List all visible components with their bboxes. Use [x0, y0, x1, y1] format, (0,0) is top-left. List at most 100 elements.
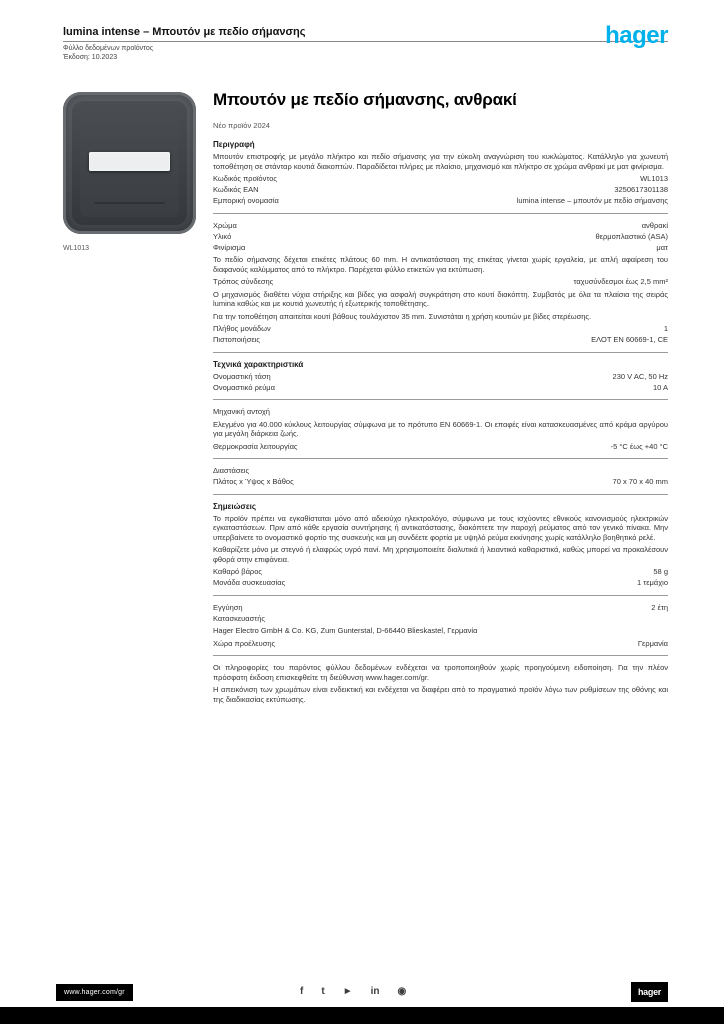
- spec-value: [650, 614, 668, 624]
- spec-paragraph: Οι πληροφορίες του παρόντος φύλλου δεδομ…: [213, 663, 668, 682]
- spec-label: Θερμοκρασία λειτουργίας: [213, 441, 298, 451]
- spec-value: lumina intense – μπουτόν με πεδίο σήμανσ…: [516, 196, 668, 205]
- switch-rocker: [80, 109, 179, 217]
- spec-paragraph: Ο μηχανισμός διαθέτει νύχια στήριξης και…: [213, 289, 668, 309]
- spec-row: Πλήθος μονάδων 1: [213, 324, 668, 334]
- document-subtitle: Φύλλο δεδομένων προϊόντος Έκδοση: 10.202…: [63, 45, 153, 62]
- spec-section-heading: Περιγραφή: [213, 140, 255, 149]
- spec-row: Εμπορική ονομασία lumina intense – μπουτό…: [213, 196, 668, 206]
- spec-label: Χρώμα: [213, 220, 237, 230]
- spec-label: Κατασκευαστής: [213, 613, 265, 623]
- instagram-icon[interactable]: ◉: [397, 986, 407, 997]
- spec-section-heading: Τεχνικά χαρακτηριστικά: [213, 359, 304, 369]
- spec-row: Φινίρισμα ματ: [213, 243, 668, 253]
- spec-paragraph: Για την τοποθέτηση απαιτείται κουτί βάθο…: [213, 311, 592, 321]
- spec-row: Κατασκευαστής: [213, 614, 668, 624]
- main-column: Μπουτόν με πεδίο σήμανσης, ανθρακί Νέο π…: [213, 90, 668, 707]
- spec-value: -5 °C έως +40 °C: [610, 441, 668, 451]
- facebook-icon[interactable]: f: [300, 986, 304, 997]
- spec-label: Μονάδα συσκευασίας: [213, 578, 286, 587]
- footer-brand-box: hager: [630, 982, 668, 1002]
- spec-value: ταχυσύνδεσμοι έως 2,5 mm²: [573, 277, 668, 286]
- spec-row: Υλικό θερμοπλαστικό (ASA): [213, 232, 668, 242]
- spec-row: Ονομαστική τάση 230 V AC, 50 Hz: [213, 372, 668, 382]
- spec-label: Κωδικός EAN: [213, 185, 259, 194]
- spec-paragraph: Ελεγμένο για 40.000 κύκλους λειτουργίας …: [213, 419, 668, 439]
- spec-label: Πλήθος μονάδων: [213, 324, 271, 333]
- spec-value: 230 V AC, 50 Hz: [612, 371, 668, 381]
- spec-label: Ονομαστικό ρεύμα: [213, 382, 275, 392]
- spec-row: Μονάδα συσκευασίας 1 τεμάχιο: [213, 578, 668, 588]
- spec-value: 2 έτη: [651, 602, 668, 612]
- spec-label: Καθαρό βάρος: [213, 567, 262, 576]
- spec-label: Τρόπος σύνδεσης: [213, 277, 274, 286]
- spec-label: Διαστάσεις: [213, 466, 250, 475]
- twitter-icon[interactable]: t: [321, 986, 325, 997]
- spec-value: 58 g: [653, 567, 668, 576]
- spec-label: Ονομαστική τάση: [213, 371, 271, 381]
- section-divider: [213, 351, 668, 353]
- footer-website-link[interactable]: www.hager.com/gr: [56, 984, 133, 1001]
- spec-value: 3250617301138: [614, 185, 668, 194]
- header-rule: [63, 41, 668, 42]
- rocker-groove: [93, 202, 166, 204]
- spec-row: Ονομαστικό ρεύμα 10 A: [213, 383, 668, 393]
- page-bottom-band: [0, 1007, 724, 1024]
- spec-value: ματ: [656, 242, 668, 252]
- spec-value: ανθρακί: [641, 220, 668, 230]
- document-title: lumina intense – Μπουτόν με πεδίο σήμανσ…: [63, 26, 306, 38]
- spec-label: Εμπορική ονομασία: [213, 196, 279, 205]
- linkedin-icon[interactable]: in: [370, 986, 380, 997]
- document-subtitle-line2: Έκδοση: 10.2023: [63, 53, 118, 61]
- spec-row: Τρόπος σύνδεσης ταχυσύνδεσμοι έως 2,5 mm²: [213, 277, 668, 287]
- spec-label: Υλικό: [213, 231, 232, 241]
- spec-label: Πιστοποιήσεις: [213, 335, 260, 344]
- product-subnote: Νέο προϊόν 2024: [213, 121, 270, 130]
- spec-row: Πλάτος x Ύψος x Βάθος 70 x 70 x 40 mm: [213, 477, 668, 487]
- spec-value: [650, 407, 668, 417]
- youtube-icon[interactable]: ►: [342, 986, 353, 997]
- spec-row: Μηχανική αντοχή: [213, 407, 668, 417]
- spec-paragraph: Καθαρίζετε μόνο με στεγνό ή ελαφρώς υγρό…: [213, 545, 668, 564]
- section-divider: [213, 458, 668, 459]
- spec-label: Πλάτος x Ύψος x Βάθος: [213, 477, 294, 486]
- product-image: [63, 92, 196, 234]
- product-reference: WL1013: [63, 245, 90, 252]
- spec-label: Φινίρισμα: [213, 242, 246, 252]
- spec-value: 10 A: [652, 382, 668, 392]
- spec-value: ΕΛΟΤ EN 60669-1, CE: [591, 335, 668, 344]
- section-divider: [213, 212, 668, 214]
- spec-label: Εγγύηση: [213, 602, 243, 612]
- spec-section: Οι πληροφορίες του παρόντος φύλλου δεδομ…: [213, 663, 668, 704]
- section-divider: [213, 493, 668, 495]
- switch-plate: [72, 101, 187, 225]
- spec-row: Πιστοποιήσεις ΕΛΟΤ EN 60669-1, CE: [213, 335, 668, 345]
- spec-paragraph: Hager Electro GmbH & Co. KG, Zum Gunters…: [213, 626, 478, 635]
- spec-row: Θερμοκρασία λειτουργίας -5 °C έως +40 °C: [213, 442, 668, 452]
- spec-paragraph: Μπουτόν επιστροφής με μεγάλο πλήκτρο και…: [213, 152, 668, 171]
- spec-value: 1 τεμάχιο: [637, 578, 668, 587]
- spec-section-heading: Σημειώσεις: [213, 501, 257, 511]
- spec-value: 70 x 70 x 40 mm: [612, 477, 668, 486]
- section-divider: [213, 594, 668, 596]
- spec-label: Χώρα προέλευσης: [213, 638, 276, 648]
- product-heading: Μπουτόν με πεδίο σήμανσης, ανθρακί: [213, 90, 517, 109]
- spec-row: Καθαρό βάρος 58 g: [213, 567, 668, 577]
- spec-row: Χρώμα ανθρακί: [213, 221, 668, 231]
- section-divider: [213, 655, 668, 656]
- spec-value: WL1013: [640, 174, 668, 183]
- spec-row: Κωδικός EAN 3250617301138: [213, 185, 668, 195]
- spec-value: 1: [663, 324, 668, 333]
- spec-value: θερμοπλαστικό (ASA): [595, 231, 669, 241]
